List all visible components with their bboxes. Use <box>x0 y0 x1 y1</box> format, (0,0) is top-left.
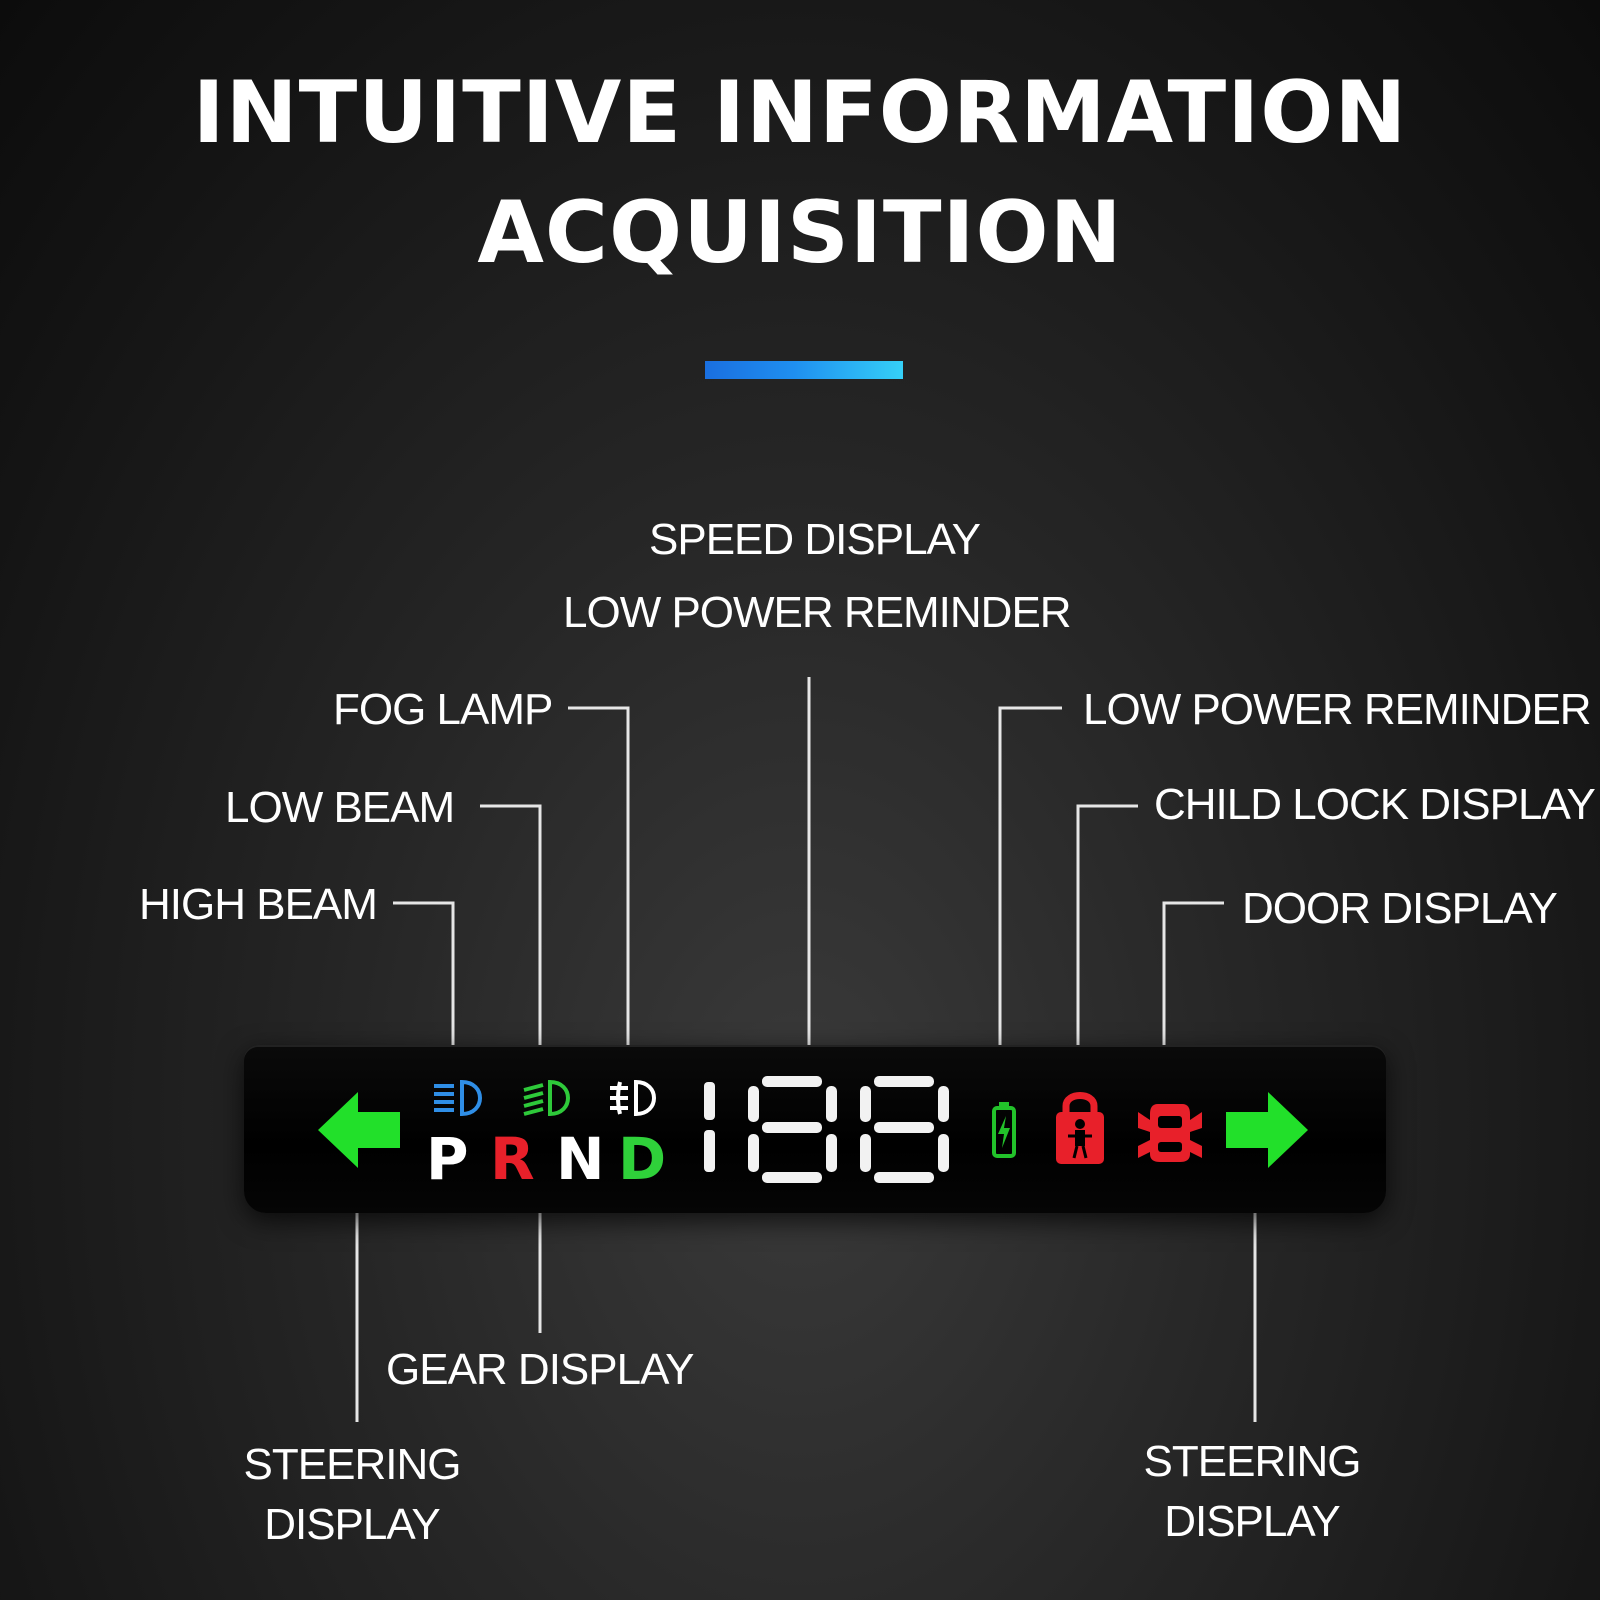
title-line-1: INTUITIVE INFORMATION <box>192 63 1408 163</box>
label-door: DOOR DISPLAY <box>1242 884 1558 933</box>
label-fog-lamp: FOG LAMP <box>333 685 553 734</box>
label-steering-left-1: STEERING <box>243 1440 462 1489</box>
digit-1-segment <box>704 1082 715 1120</box>
high-beam-icon <box>434 1079 482 1117</box>
digit-1-segment <box>704 1130 715 1172</box>
gear-p: P <box>426 1125 469 1193</box>
label-gear-display: GEAR DISPLAY <box>386 1345 695 1394</box>
label-high-beam: HIGH BEAM <box>139 880 378 929</box>
battery-icon <box>992 1102 1016 1158</box>
digit-8a <box>748 1076 837 1183</box>
label-steering-right-2: DISPLAY <box>1164 1497 1341 1546</box>
right-arrow-icon <box>1226 1092 1308 1168</box>
left-arrow-icon <box>318 1092 400 1168</box>
label-low-beam: LOW BEAM <box>225 783 455 832</box>
label-child-lock: CHILD LOCK DISPLAY <box>1154 780 1596 829</box>
gear-n: N <box>556 1125 605 1193</box>
child-lock-icon <box>1056 1092 1104 1164</box>
digit-8b <box>860 1076 949 1183</box>
title-line-2: ACQUISITION <box>477 183 1123 283</box>
label-low-power-right: LOW POWER REMINDER <box>1083 685 1592 734</box>
gear-r: R <box>490 1125 535 1193</box>
speed-digits <box>704 1076 949 1183</box>
fog-lamp-icon <box>610 1079 656 1117</box>
label-steering-left-2: DISPLAY <box>264 1500 441 1549</box>
car-door-icon <box>1138 1104 1202 1162</box>
gear-d: D <box>618 1125 667 1193</box>
accent-bar <box>705 361 903 379</box>
label-steering-right-1: STEERING <box>1143 1437 1362 1486</box>
label-speed-display: SPEED DISPLAY <box>649 515 981 564</box>
low-beam-icon <box>523 1079 570 1117</box>
label-low-power-center: LOW POWER REMINDER <box>563 588 1072 637</box>
